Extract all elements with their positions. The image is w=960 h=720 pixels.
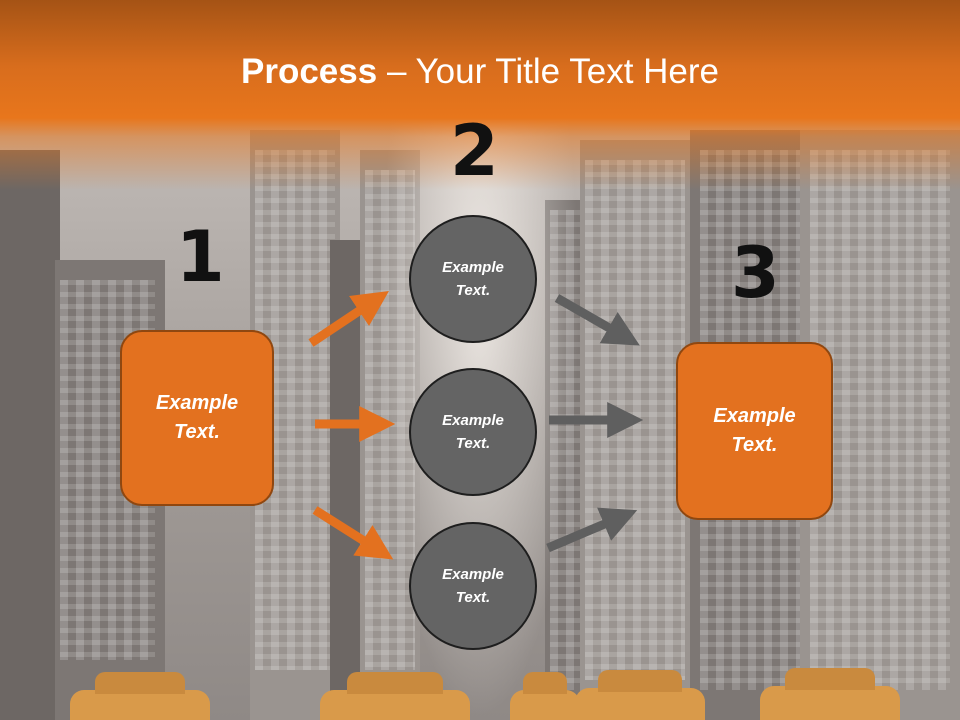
circle-middle-text: Example Text. [442, 412, 504, 452]
circle-top-text: Example Text. [442, 259, 504, 299]
step-number-3: 3 [731, 232, 780, 314]
circle-middle[interactable]: Example Text. [409, 368, 537, 496]
title-rest: – Your Title Text Here [377, 52, 719, 91]
circle-bottom-text: Example Text. [442, 566, 504, 606]
header-band [0, 0, 960, 190]
arrow-right-down-icon [312, 506, 394, 560]
title-bold: Process [241, 52, 378, 91]
step-1-text: Example Text. [155, 392, 239, 443]
step-3-text: Example Text. [713, 405, 796, 456]
step-number-2: 2 [450, 110, 499, 192]
circle-top[interactable]: Example Text. [409, 215, 537, 343]
slide-title: Process – Your Title Text Here [0, 52, 960, 92]
step-number-1: 1 [176, 216, 225, 298]
circle-bottom[interactable]: Example Text. [409, 522, 537, 650]
arrow-right-up-icon [308, 291, 389, 347]
step-1-box[interactable]: Example Text. [120, 330, 274, 506]
step-3-box[interactable]: Example Text. [676, 342, 833, 520]
arrow-gray-up-icon [546, 507, 638, 553]
arrow-gray-down-icon [554, 294, 640, 346]
